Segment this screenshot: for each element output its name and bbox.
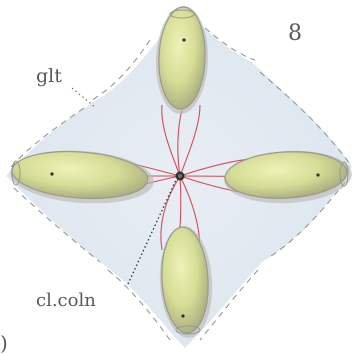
edge-mark: ) — [0, 331, 8, 354]
figure-number: 8 — [288, 21, 302, 46]
label-glt: glt — [36, 65, 62, 87]
label-cl-coln: cl.coln — [36, 290, 96, 311]
